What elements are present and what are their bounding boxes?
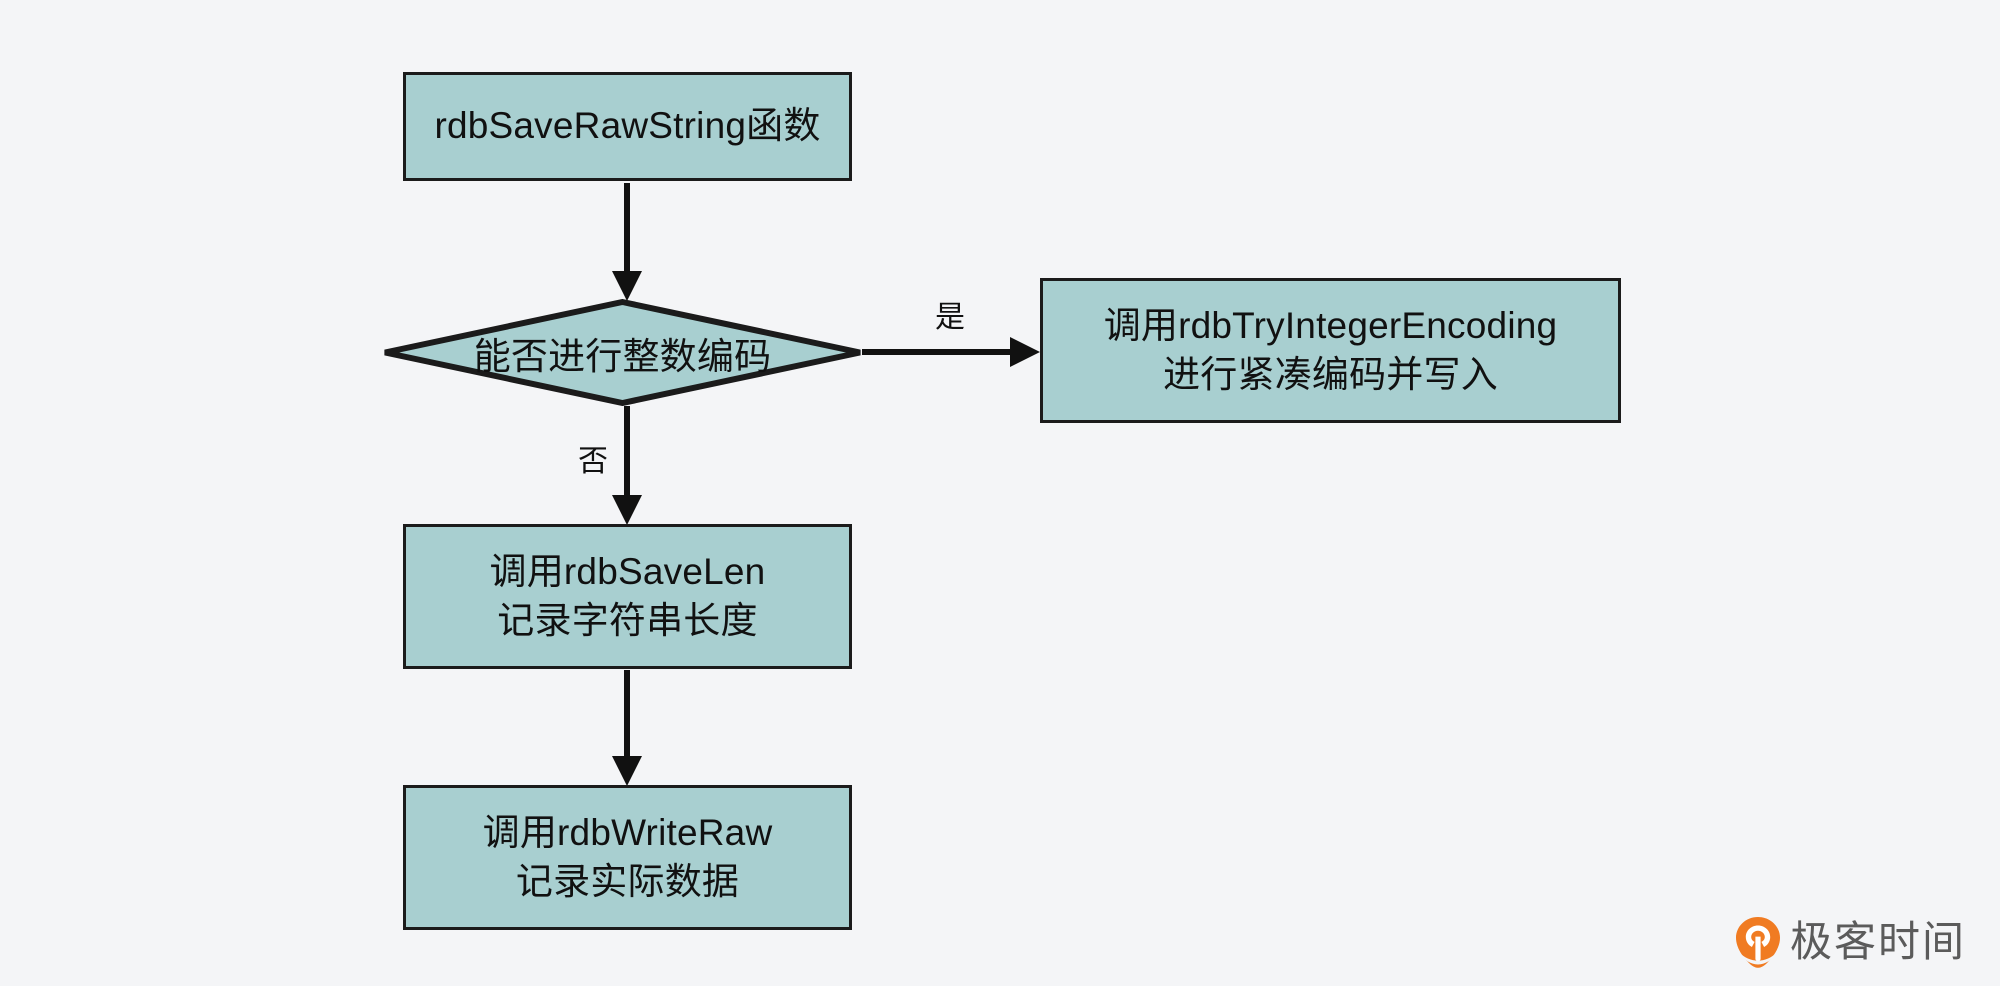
flow-node-write-raw[interactable]: 调用rdbWriteRaw 记录实际数据 <box>403 785 852 930</box>
flow-node-decision[interactable]: 能否进行整数编码 <box>382 299 863 406</box>
flow-node-save-len[interactable]: 调用rdbSaveLen 记录字符串长度 <box>403 524 852 669</box>
flow-node-decision-label: 能否进行整数编码 <box>473 335 772 377</box>
flow-node-start[interactable]: rdbSaveRawString函数 <box>403 72 852 181</box>
geektime-logo-icon <box>1735 916 1781 968</box>
flow-edge-label-no: 否 <box>578 445 608 478</box>
flow-node-write-raw-line-2: 记录实际数据 <box>515 860 740 902</box>
flow-node-save-len-line-1: 调用rdbSaveLen <box>489 551 766 593</box>
flow-edge-label-yes: 是 <box>935 301 965 334</box>
watermark: 极客时间 <box>1735 916 1966 968</box>
flow-node-write-raw-line-1: 调用rdbWriteRaw <box>482 812 773 854</box>
flow-node-try-integer-encoding-line-2: 进行紧凑编码并写入 <box>1163 353 1498 395</box>
geektime-logo-text: 极客时间 <box>1790 918 1967 965</box>
flow-node-start-line-1: rdbSaveRawString函数 <box>434 105 821 147</box>
flow-node-try-integer-encoding[interactable]: 调用rdbTryIntegerEncoding 进行紧凑编码并写入 <box>1040 278 1621 423</box>
flow-node-try-integer-encoding-line-1: 调用rdbTryIntegerEncoding <box>1103 305 1558 347</box>
flow-node-save-len-line-2: 记录字符串长度 <box>497 599 758 641</box>
